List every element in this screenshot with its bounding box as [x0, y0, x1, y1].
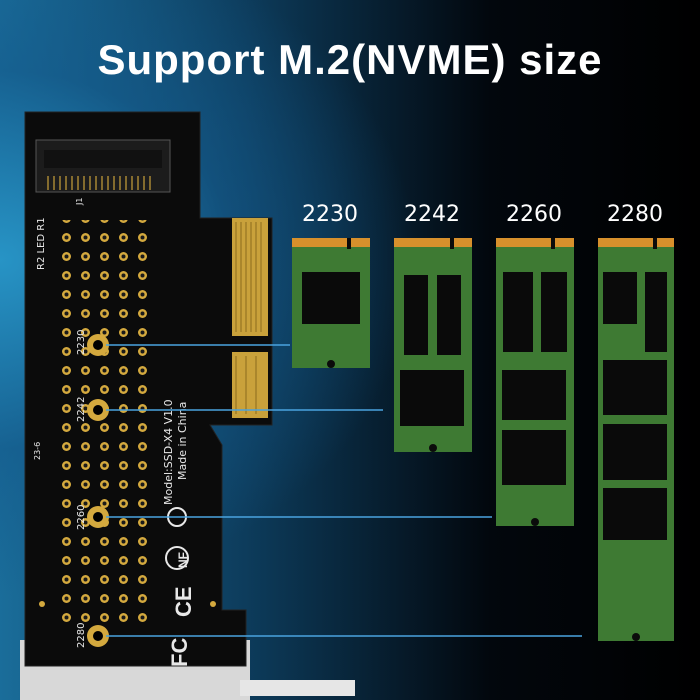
ssd-2230	[292, 238, 370, 368]
gold-contacts	[232, 352, 268, 418]
ssd-2280	[598, 238, 674, 641]
certification-marks: NF CE FC	[165, 507, 196, 667]
size-label-2230: 2230	[302, 202, 358, 227]
mounting-hole-grid	[55, 220, 150, 630]
size-guide-lines	[106, 344, 582, 637]
size-label-2280: 2280	[607, 202, 663, 227]
nf-icon	[165, 546, 189, 570]
gold-contacts	[232, 218, 268, 336]
size-label-2242: 2242	[404, 202, 460, 227]
hole-label-2242: 2242	[76, 397, 87, 422]
hole-label-2260: 2260	[76, 505, 87, 530]
ce-icon: CE	[171, 586, 196, 617]
standoff-holes	[87, 334, 109, 647]
size-label-2260: 2260	[506, 202, 562, 227]
hole-label-2280: 2280	[76, 623, 87, 648]
origin-label: Made in China	[176, 402, 189, 480]
page-title: Support M.2(NVME) size	[97, 36, 603, 83]
silk-j1-label: J1	[75, 198, 84, 206]
fcc-icon: FC	[167, 638, 192, 667]
ssd-2242	[394, 238, 472, 452]
svg-text:NF: NF	[176, 552, 190, 568]
model-label: Model:SSD-X4 V1.0	[162, 399, 175, 505]
hole-label-2230: 2230	[76, 330, 87, 355]
silk-date-label: 23-6	[33, 442, 42, 460]
ssd-2260	[496, 238, 574, 526]
pcb-board: 2230 2242 2260 2280 R2 LED R1 J1 23-6 Mo…	[24, 111, 273, 667]
silk-led-label: R2 LED R1	[36, 217, 47, 270]
